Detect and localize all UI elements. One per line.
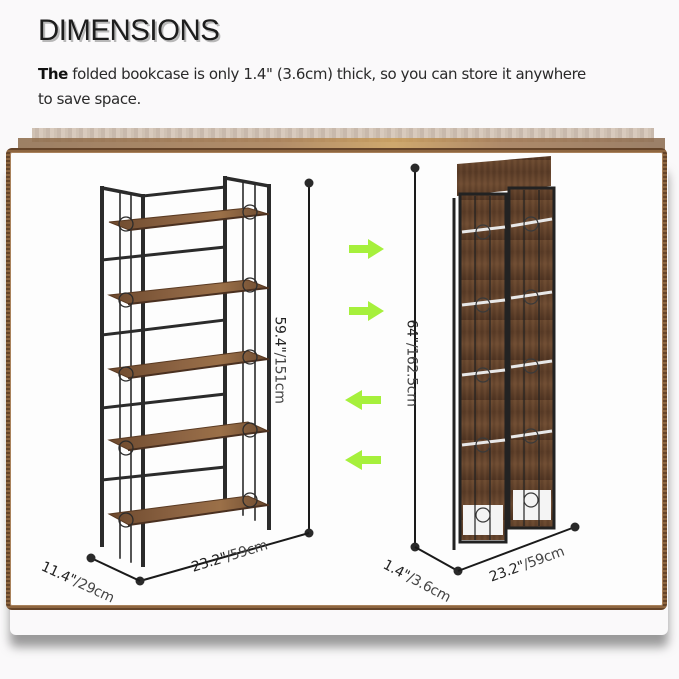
description-text: folded bookcase is only 1.4" (3.6cm) thi…: [38, 65, 586, 108]
folded-bookcase: [452, 156, 556, 550]
folded-dimension-lines: [410, 163, 580, 576]
fold-arrows: [345, 239, 384, 470]
arrow-right-icon: [349, 239, 384, 259]
arrow-right-icon: [349, 301, 384, 321]
arrow-left-icon: [345, 450, 381, 470]
description: The folded bookcase is only 1.4" (3.6cm)…: [38, 62, 598, 112]
folded-height-label: 64"/162.5cm: [403, 319, 420, 407]
description-bold: The: [38, 65, 68, 83]
unfolded-bookcase: [99, 175, 272, 567]
unfolded-height-label: 59.4"/151cm: [271, 316, 288, 404]
page-title: DIMENSIONS: [38, 14, 220, 47]
arrow-left-icon: [345, 390, 381, 410]
unfolded-dimension-lines: [86, 178, 314, 586]
